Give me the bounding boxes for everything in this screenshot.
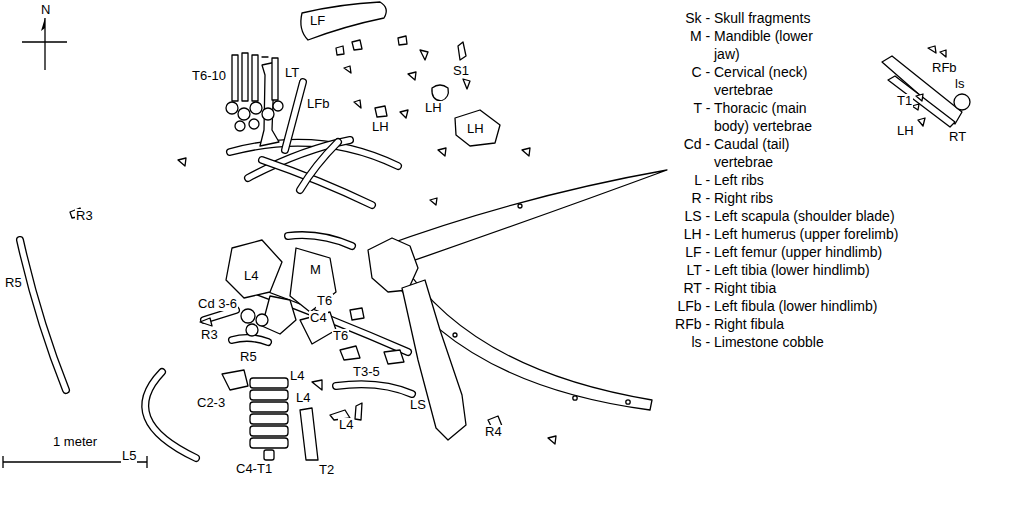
bone-fragment [463, 79, 470, 89]
bone-label: R3 [200, 328, 219, 342]
legend-entry: RT - Right tibia [683, 279, 914, 297]
legend-entry: Sk - Skull fragments [685, 9, 914, 27]
legend-entry: Cd - Caudal (tail) vertebrae [684, 135, 832, 171]
vertebrae-group [226, 53, 283, 131]
bone-label: L4 [338, 418, 354, 432]
vertebra-fragment [384, 350, 404, 364]
bone-label: T6-10 [191, 69, 227, 83]
bone-label: R5 [4, 276, 23, 290]
inset-bones [882, 46, 970, 127]
legend-entry: M - Mandible (lower jaw) [690, 27, 832, 63]
bone-label: T6 [332, 329, 349, 343]
rib-fragment [355, 403, 362, 420]
legend: Sk - Skull fragmentsM - Mandible (lower … [0, 9, 1034, 351]
bone-label: Cd 3-6 [197, 297, 238, 311]
bone-fragment [458, 42, 466, 60]
humerus-fragment [432, 85, 448, 101]
legend-entry: LF - Left femur (upper hindlimb) [685, 243, 914, 261]
skull-cluster [226, 240, 364, 360]
legend-entry: LFb - Left fibula (lower hindlimb) [677, 297, 914, 315]
bone-label: LT [284, 66, 300, 80]
bone-label: C2-3 [196, 396, 226, 410]
compass-label: N [40, 3, 51, 17]
bone-label: L4 [295, 391, 311, 405]
legend-entry: R - Right ribs [691, 189, 914, 207]
bone-label: C4-T1 [235, 462, 273, 476]
bone-foramen [626, 400, 630, 404]
scapula-bone [402, 280, 466, 440]
bone-label: LH [424, 101, 443, 115]
bone-label: R5 [239, 350, 258, 364]
bone-label: T1 [896, 94, 913, 108]
bone-label: ls [954, 77, 965, 91]
bone-label: L4 [243, 269, 259, 283]
vertebra-fragment [222, 370, 248, 390]
legend-entry: T - Thoracic (main body) vertebrae [694, 99, 833, 135]
bone-label: R3 [75, 209, 94, 223]
legend-entry: ls - Limestone cobble [691, 333, 914, 351]
bone-label: LS [409, 398, 427, 412]
bone-label: R4 [484, 425, 503, 439]
bone-label: S1 [452, 64, 470, 78]
large-curved-bone [378, 170, 667, 268]
north-arrow [22, 18, 67, 70]
rib-fragment [312, 380, 322, 390]
bone-label: T3-5 [352, 365, 381, 379]
bone-label: LH [466, 122, 485, 136]
bone-foramen [518, 204, 522, 208]
legend-entry: LH - Left humerus (upper forelimb) [684, 225, 914, 243]
vertebrae-column [250, 378, 288, 460]
bone-label: T6 [316, 294, 333, 308]
rib-bones [20, 82, 412, 458]
bone-label: LH [371, 120, 390, 134]
skull-fragment [368, 238, 418, 292]
femur-bone [301, 2, 386, 40]
humerus-fragment [455, 110, 500, 146]
legend-entry: RFb - Right fibula [675, 315, 914, 333]
north-arrowhead [41, 18, 45, 31]
bone-label: L4 [289, 369, 305, 383]
bone-label: M [309, 263, 322, 277]
vertebra-spine [300, 408, 318, 460]
bone-label: LFb [306, 97, 330, 111]
bone-label: C4 [309, 311, 328, 325]
legend-entry: C - Cervical (neck) vertebrae [691, 63, 832, 99]
bone-fragments [70, 36, 556, 444]
bone-label: LF [309, 14, 326, 28]
legend-entry: LS - Left scapula (shoulder blade) [684, 207, 914, 225]
legend-entry: LT - Left tibia (lower hindlimb) [687, 261, 915, 279]
bone-label: L5 [121, 449, 137, 463]
bone-label: RT [948, 130, 967, 144]
bone-foramen [573, 396, 577, 400]
legend-entry: L - Left ribs [694, 171, 914, 189]
bone-label: T2 [318, 463, 335, 477]
bone-foramen [453, 333, 457, 337]
bone-label: LH [896, 124, 915, 138]
bone-label: RFb [931, 61, 958, 75]
scale-label: 1 meter [52, 435, 98, 449]
humerus-fragment [375, 106, 387, 117]
